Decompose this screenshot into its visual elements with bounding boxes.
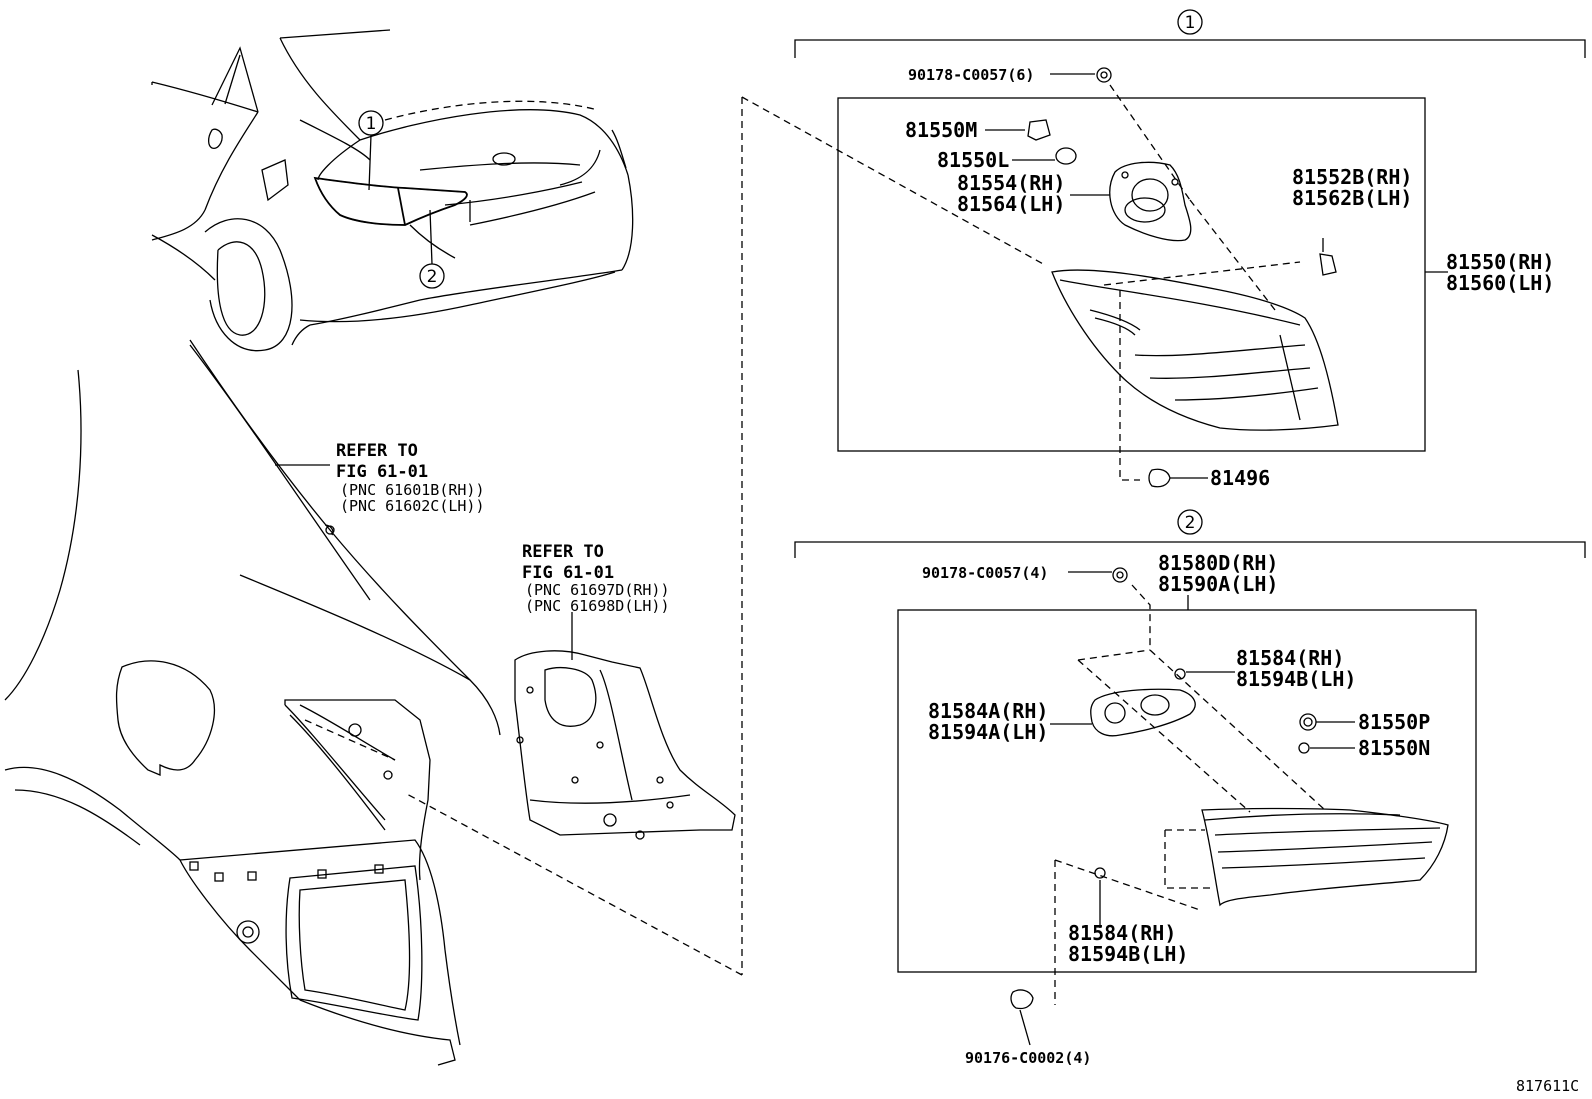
ref-upper-line3: (PNC 61601B(RH))	[340, 481, 485, 499]
wheelhouse-panel-illustration	[514, 612, 736, 840]
ref-lower-line1: REFER TO	[522, 542, 604, 562]
label-81550n: 81550N	[1358, 736, 1430, 760]
label-81580d-rh: 81580D(RH)	[1158, 551, 1278, 575]
group-2-box: 2	[794, 509, 1586, 1046]
label-81584a-rh: 81584A(RH)	[928, 699, 1048, 723]
label-81590a-lh: 81590A(LH)	[1158, 572, 1278, 596]
group-2-number: 2	[1185, 513, 1196, 533]
car-callout-1: 1	[358, 110, 384, 191]
label-90176-c0002-4: 90176-C0002(4)	[965, 1049, 1091, 1067]
callout-2-number: 2	[427, 267, 438, 287]
label-81564-lh: 81564(LH)	[957, 192, 1065, 216]
figure-id: 817611C	[1516, 1077, 1579, 1095]
group-1-box: 1	[794, 9, 1586, 488]
label-81560-lh: 81560(LH)	[1446, 271, 1554, 295]
label-81554-rh: 81554(RH)	[957, 171, 1065, 195]
quarter-panel-illustration	[4, 339, 501, 1066]
label-81594a-lh: 81594A(LH)	[928, 720, 1048, 744]
label-90178-c0057-6: 90178-C0057(6)	[908, 66, 1034, 84]
ref-upper-line1: REFER TO	[336, 441, 418, 461]
label-81550-rh: 81550(RH)	[1446, 250, 1554, 274]
ref-upper-line2: FIG 61-01	[336, 462, 428, 482]
ref-lower-line4: (PNC 61698D(LH))	[525, 597, 670, 615]
ref-lower-line3: (PNC 61697D(RH))	[525, 581, 670, 599]
label-81550m: 81550M	[905, 118, 977, 142]
label-81552b-rh: 81552B(RH)	[1292, 165, 1412, 189]
label-81594b-lh-top: 81594B(LH)	[1236, 667, 1356, 691]
ref-upper-line4: (PNC 61602C(LH))	[340, 497, 485, 515]
label-90178-c0057-4: 90178-C0057(4)	[922, 564, 1048, 582]
callout-1-number: 1	[366, 114, 377, 134]
label-81550l: 81550L	[937, 148, 1009, 172]
car-callout-2: 2	[419, 209, 445, 289]
label-81496: 81496	[1210, 466, 1270, 490]
ref-lower-line2: FIG 61-01	[522, 563, 614, 583]
label-81584-rh-bottom: 81584(RH)	[1068, 921, 1176, 945]
label-81584-rh-top: 81584(RH)	[1236, 646, 1344, 670]
label-81594b-lh-bottom: 81594B(LH)	[1068, 942, 1188, 966]
labels: REFER TO FIG 61-01 (PNC 61601B(RH)) (PNC…	[336, 66, 1579, 1095]
car-rear-illustration	[151, 29, 634, 352]
group-1-number: 1	[1185, 13, 1196, 33]
label-81550p: 81550P	[1358, 710, 1430, 734]
label-81562b-lh: 81562B(LH)	[1292, 186, 1412, 210]
